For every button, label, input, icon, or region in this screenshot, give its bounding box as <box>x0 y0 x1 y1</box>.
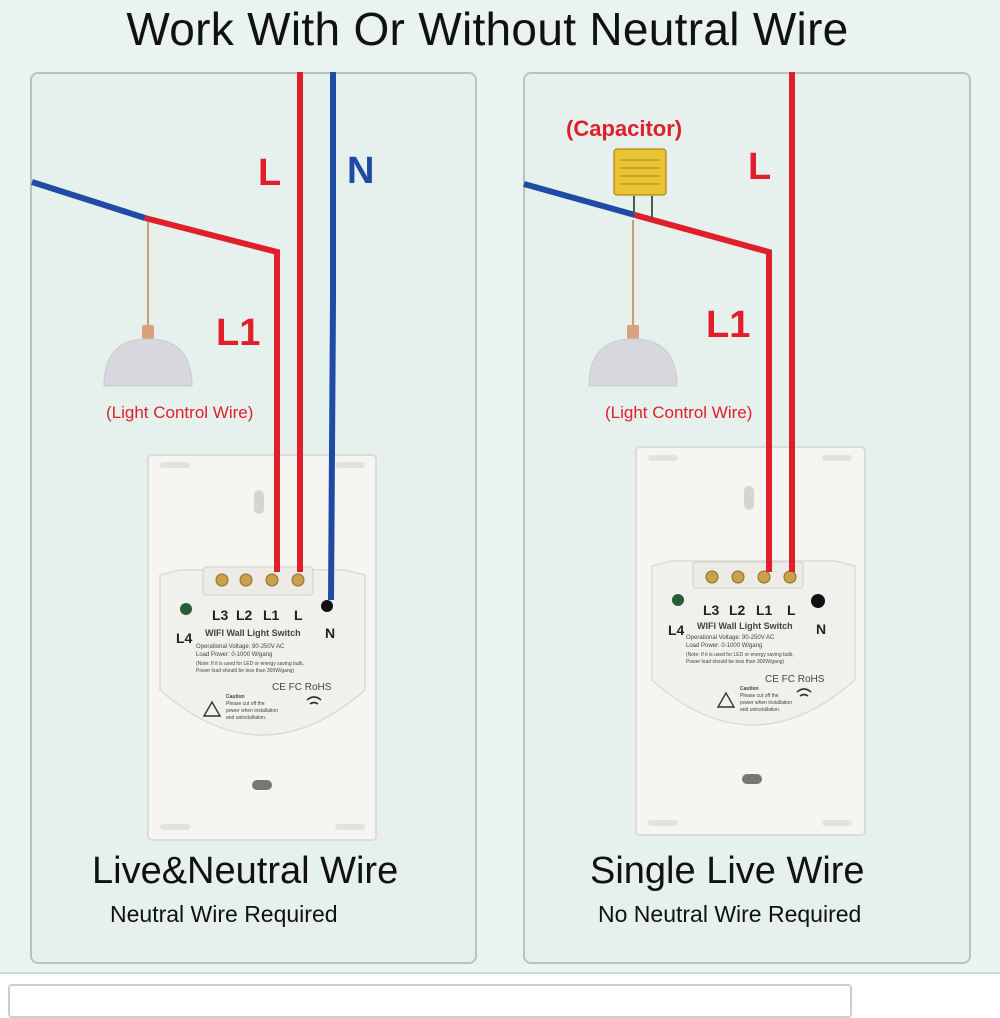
left-switch-load: Load Power: 0-1000 W/gang <box>196 652 273 658</box>
right-caution-line1: Please cut off the <box>740 693 779 699</box>
left-switch-marks: CE FC RoHS <box>272 682 332 693</box>
left-caution-line2: power when installation <box>226 708 278 714</box>
diagram-title: Work With Or Without Neutral Wire <box>126 3 849 55</box>
left-term-l4: L4 <box>176 630 193 646</box>
capacitor-label: (Capacitor) <box>566 116 683 141</box>
bottom-strip <box>0 972 1000 1018</box>
right-caution-title: Caution <box>740 686 759 692</box>
right-caution-line2: power when installation <box>740 700 792 706</box>
left-term-l1: L1 <box>263 607 280 623</box>
left-caution-title: Caution <box>226 694 245 700</box>
right-switch-load: Load Power: 0-1000 W/gang <box>686 643 763 649</box>
left-term-n: N <box>325 625 336 641</box>
left-l1-label: L1 <box>216 312 261 354</box>
left-term-l2: L2 <box>236 607 253 623</box>
left-switch-name: WIFI Wall Light Switch <box>205 628 301 638</box>
right-term-l4: L4 <box>668 622 685 638</box>
right-caption: Single Live Wire <box>590 850 865 892</box>
right-subcaption: No Neutral Wire Required <box>598 901 862 927</box>
left-caption: Live&Neutral Wire <box>92 850 399 892</box>
right-l1-label: L1 <box>706 304 751 346</box>
right-term-l3: L3 <box>703 602 720 618</box>
right-wires <box>523 72 795 572</box>
left-wifi-icon <box>306 696 322 705</box>
left-switch-note1: (Note: If it is used for LED or energy s… <box>196 661 304 667</box>
left-caution-line1: Please cut off the <box>226 701 265 707</box>
left-neutral-label: N <box>347 150 375 192</box>
right-switch-name: WIFI Wall Light Switch <box>697 621 793 631</box>
right-switch-note2: Power load should be less than 300W/gang… <box>686 659 785 665</box>
left-wires <box>31 72 336 601</box>
left-switch-voltage: Operational Voltage: 90-250V AC <box>196 644 285 650</box>
right-live-label: L <box>748 146 772 188</box>
right-term-l1: L1 <box>756 602 773 618</box>
bottom-box <box>8 984 852 1018</box>
left-caution-line3: and uninstallation. <box>226 715 267 721</box>
right-wifi-icon <box>796 688 812 697</box>
left-lamp <box>103 222 193 387</box>
right-switch-marks: CE FC RoHS <box>765 674 825 685</box>
capacitor <box>613 148 667 196</box>
right-switch-note1: (Note: If it is used for LED or energy s… <box>686 652 794 658</box>
left-term-l: L <box>294 607 303 623</box>
left-lamp-note: (Light Control Wire) <box>106 403 254 422</box>
right-caution-line3: and uninstallation. <box>740 707 781 713</box>
right-term-l: L <box>787 602 796 618</box>
left-live-label: L <box>258 152 282 194</box>
right-term-n: N <box>816 621 827 637</box>
right-switch-voltage: Operational Voltage: 90-250V AC <box>686 635 775 641</box>
right-switch-plate <box>635 446 866 836</box>
left-switch-note2: Power load should be less than 300W/gang… <box>196 668 295 674</box>
right-lamp <box>588 220 678 387</box>
right-term-l2: L2 <box>729 602 746 618</box>
left-term-l3: L3 <box>212 607 229 623</box>
left-switch-plate <box>147 454 377 841</box>
right-lamp-note: (Light Control Wire) <box>605 403 753 422</box>
left-subcaption: Neutral Wire Required <box>110 901 338 927</box>
